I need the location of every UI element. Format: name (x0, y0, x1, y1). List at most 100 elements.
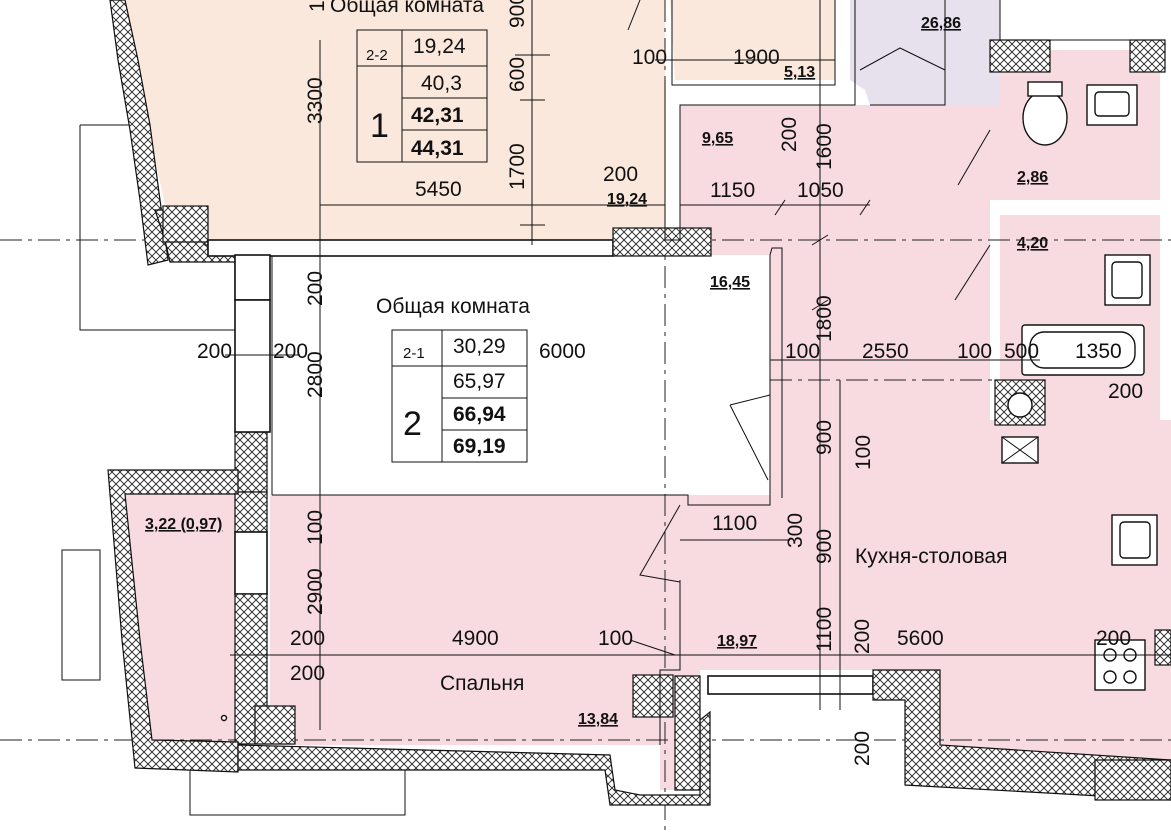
dimension-text: 1700 (506, 143, 529, 190)
dimension-text: 1050 (797, 179, 844, 202)
exterior-wall (109, 0, 169, 266)
stove-icon (1094, 639, 1146, 691)
column (1094, 759, 1171, 801)
dimension-line (680, 199, 871, 216)
dimension-text: 200 (851, 731, 874, 766)
apartment-table-2 (391, 329, 528, 463)
area-label: 3,22 (0,97) (145, 516, 222, 533)
kitchen-sink-basin (1119, 521, 1151, 559)
shaft (1154, 629, 1171, 666)
dimension-text: 100 (632, 46, 667, 69)
column (632, 674, 674, 718)
dimension-text: 300 (784, 513, 807, 548)
dimension-text: 1100 (813, 607, 836, 652)
interior-wall (707, 675, 874, 695)
area-label: 18,97 (717, 633, 757, 650)
column (162, 205, 209, 243)
living-area: 19,24 (413, 35, 466, 58)
toilet-icon (1022, 90, 1068, 146)
dimension-text: 100 (957, 340, 992, 363)
apartment-area: 40,3 (421, 72, 462, 95)
area-label: 9,65 (702, 130, 733, 147)
room-name-living-2: Общая комната (376, 295, 530, 318)
dimension-text: 200 (603, 163, 638, 186)
balcony-wall (107, 469, 239, 773)
wall-line (272, 247, 783, 506)
dimension-text: 500 (1004, 340, 1039, 363)
dimension-text: 600 (506, 57, 529, 92)
dimension-text: 100 (304, 510, 327, 545)
dimension-text: 5450 (415, 178, 462, 201)
door (957, 129, 991, 186)
dimension-text: 200 (851, 619, 874, 654)
dimension-text: 2900 (304, 568, 327, 615)
apartment-rooms-count: 2 (403, 405, 422, 443)
wall-line (664, 0, 856, 241)
interior-wall (207, 239, 614, 257)
wall-line (671, 0, 836, 86)
washbasin-basin (1111, 261, 1143, 299)
exterior-wall (674, 675, 701, 791)
area-label: 4,20 (1017, 235, 1048, 252)
dimension-text: 200 (273, 340, 308, 363)
dimension-text: 1100 (712, 512, 757, 535)
dimension-text: 100 (598, 627, 633, 650)
apartment-1-fill (120, 0, 665, 242)
dimension-text: 200 (304, 271, 327, 306)
dimension-text: 1150 (710, 179, 755, 202)
dimension-text: 1600 (813, 123, 836, 170)
dimension-text: 3300 (304, 77, 327, 124)
dimension-text: 200 (197, 340, 232, 363)
interior-wall (234, 254, 271, 301)
room-name-bedroom: Спальня (440, 672, 524, 695)
area-label: 26,86 (921, 15, 961, 32)
door (954, 244, 991, 301)
dimension-text: 6000 (539, 340, 586, 363)
dimension-text: 200 (1108, 380, 1143, 403)
window-wall (234, 531, 268, 595)
dimension-text: 4900 (452, 627, 499, 650)
door (859, 47, 946, 71)
dimension-line (515, 0, 550, 245)
washing-machine-icon (1007, 392, 1033, 418)
area-label: 2,86 (1017, 169, 1048, 186)
stove-burner (1103, 670, 1117, 684)
sink-basin (1094, 91, 1130, 117)
dimension-text: 1800 (813, 295, 836, 342)
dimension-text: 2550 (862, 340, 909, 363)
dimension-text: 200 (290, 627, 325, 650)
room-name-living-top: Общая комната (330, 0, 484, 17)
drain-icon (220, 714, 228, 722)
room-name-kitchen: Кухня-столовая (855, 545, 1007, 568)
total-area: 42,31 (411, 104, 464, 127)
apartment-code: 2-2 (366, 47, 388, 64)
stair-hall-fill (850, 0, 1000, 105)
column (612, 227, 712, 257)
dimension-text: 200 (778, 117, 801, 152)
exterior-wall (234, 491, 268, 533)
door (729, 394, 771, 481)
dimension-line (811, 0, 829, 710)
column (254, 705, 296, 745)
exterior-wall (237, 710, 711, 806)
dimension-text: 200 (1096, 627, 1131, 650)
toilet-tank (1027, 81, 1063, 97)
apartment-rooms-count: 1 (370, 107, 389, 145)
apartment-area: 65,97 (453, 370, 506, 393)
dimension-text: 900 (813, 420, 836, 455)
apartment-2-fill (270, 105, 1171, 790)
total-area-with-balcony: 69,19 (453, 435, 506, 458)
ventilation-cross (1001, 436, 1039, 464)
wall-line (870, 0, 946, 106)
dimension-text: 5600 (897, 627, 944, 650)
area-label: 19,24 (607, 191, 647, 208)
bathtub-basin (1029, 331, 1136, 369)
frame-line (189, 770, 406, 816)
area-label: 5,13 (784, 64, 815, 81)
wall-line (659, 580, 681, 745)
door (627, 0, 641, 31)
apartment-code: 2-1 (403, 345, 425, 362)
frame-line (61, 549, 101, 681)
dimension-line (629, 639, 676, 656)
